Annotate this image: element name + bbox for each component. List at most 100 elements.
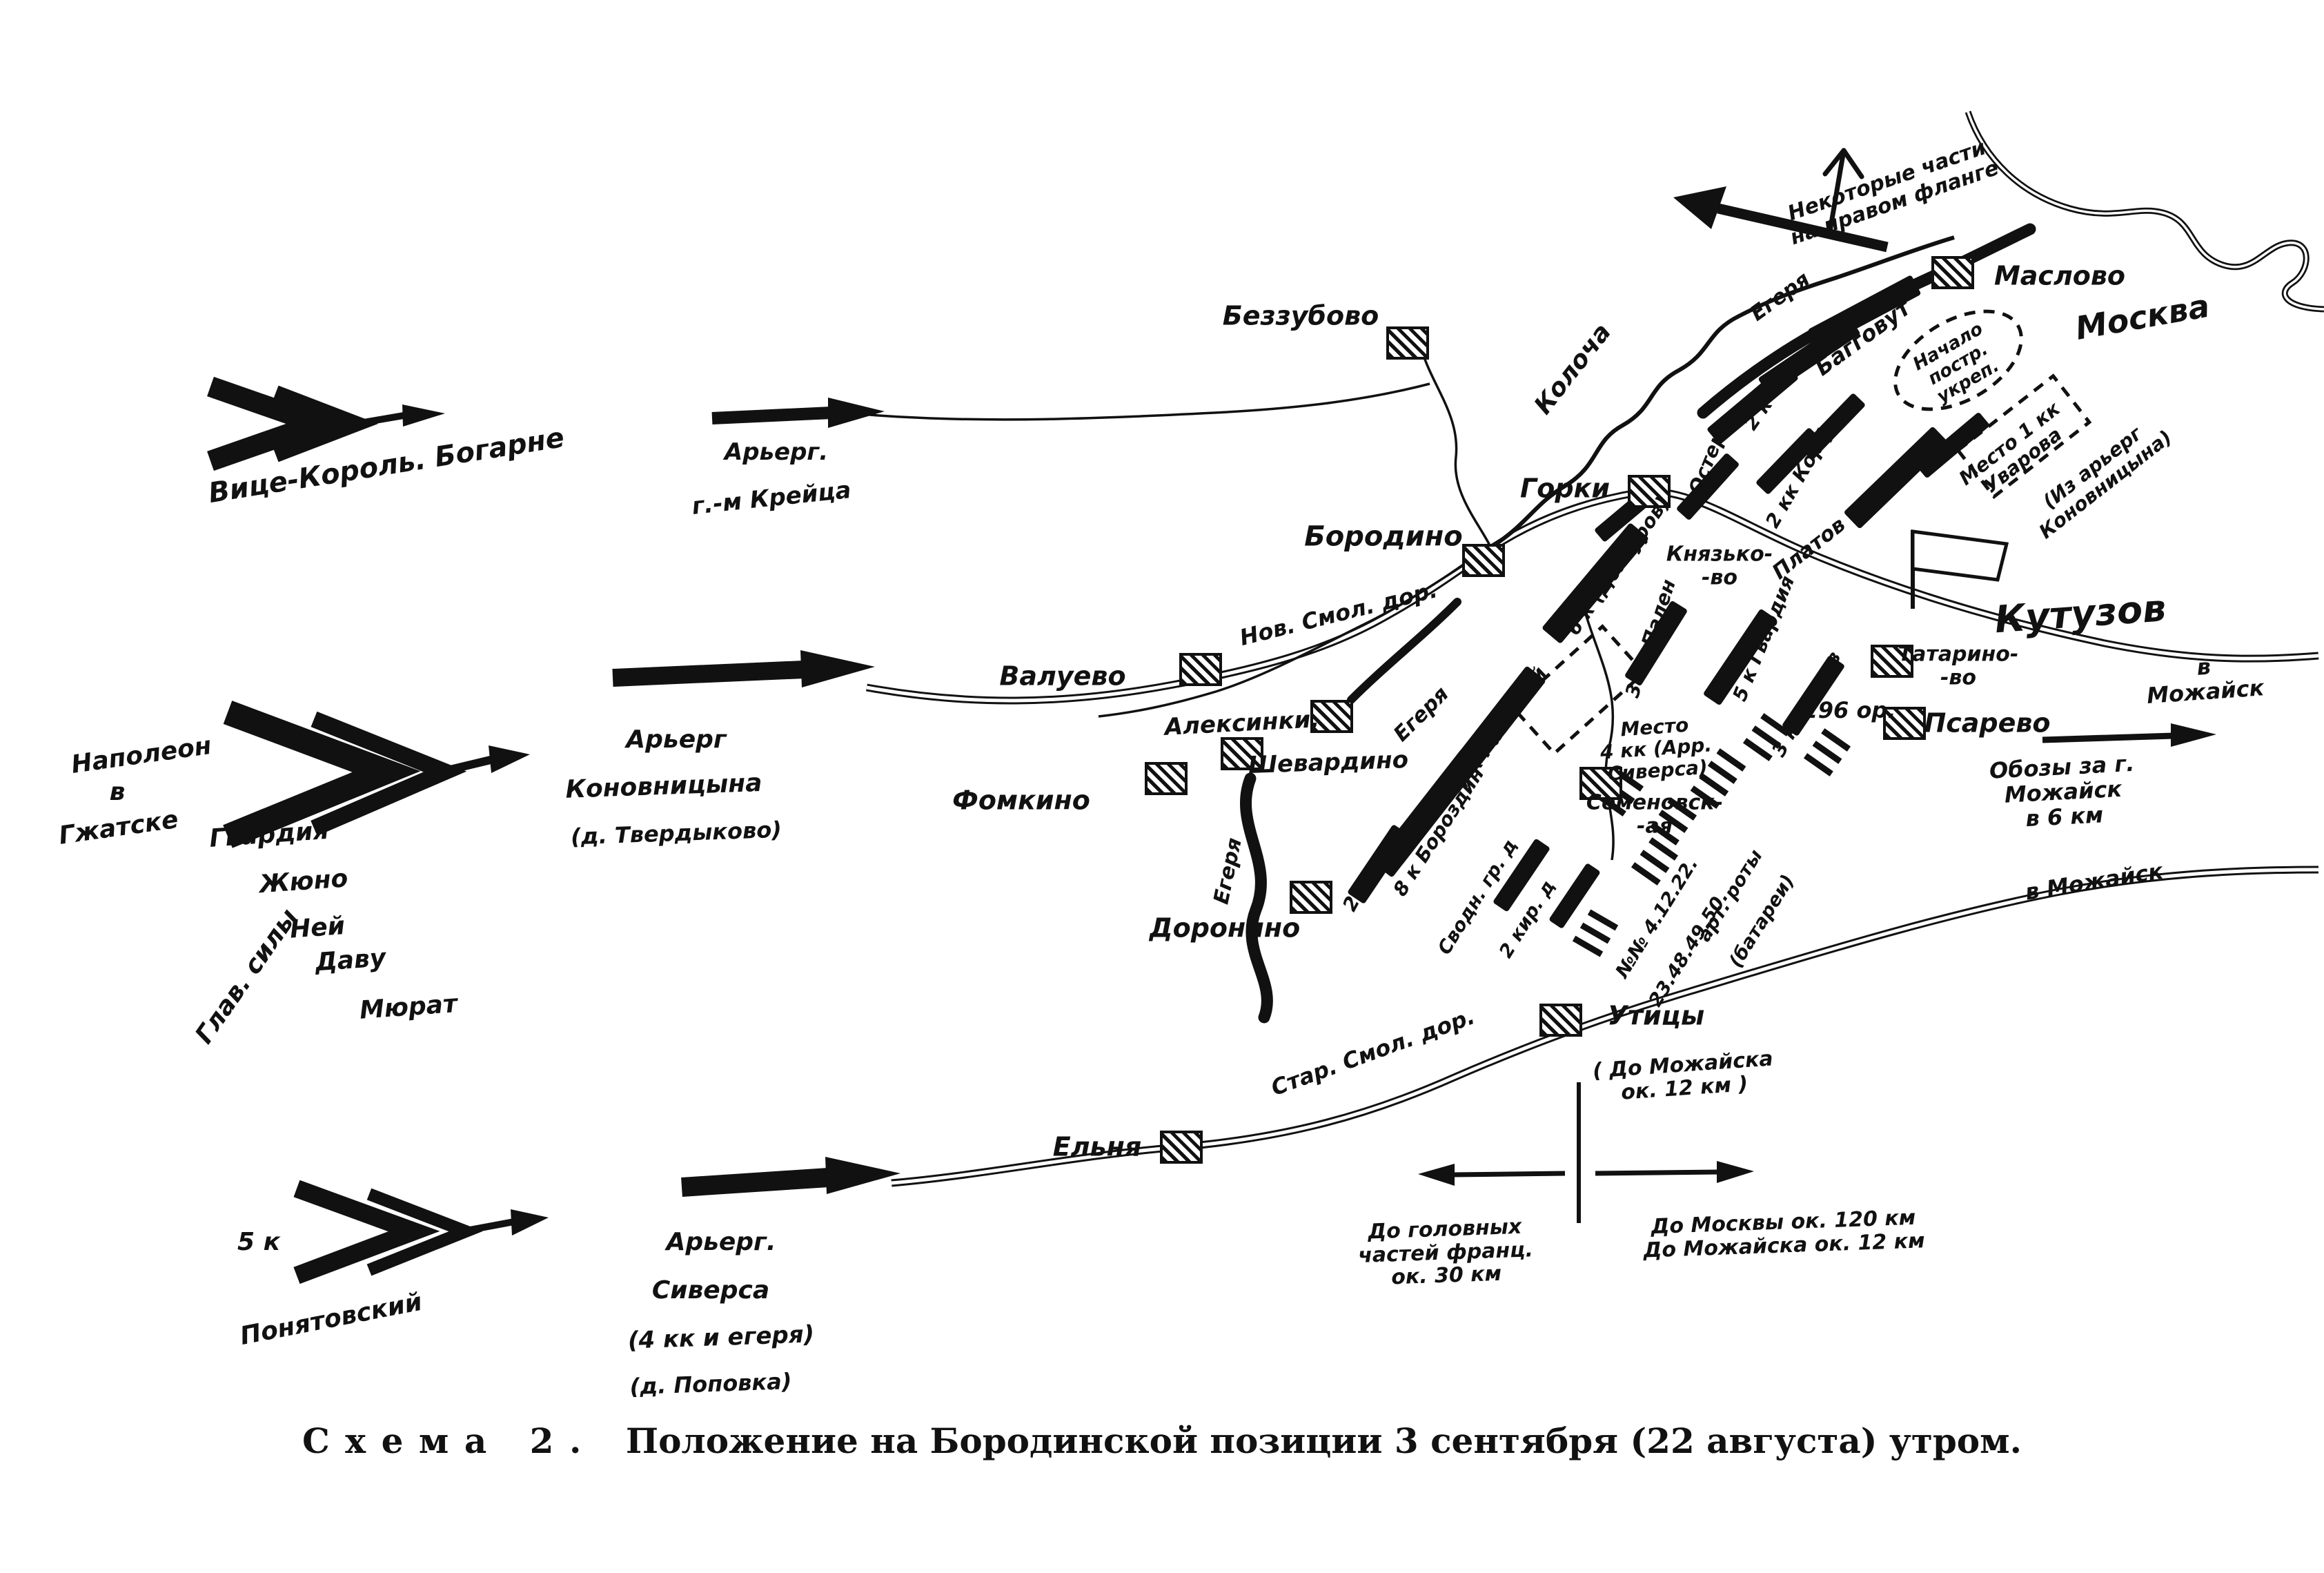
movement-egerya-doronino [1239, 772, 1273, 1024]
label-borodino: Бородино [1304, 520, 1463, 553]
label-kolocha-river: Колоча [1528, 318, 1617, 420]
label-aleksinki: Алексинки, [1163, 705, 1321, 741]
label-tatarinovo: Татарино- -во [1898, 642, 2019, 690]
label-nachalo-ukrep: Начало постр. укреп. [1909, 318, 2003, 408]
label-27pd: 27 пд [1337, 849, 1388, 915]
label-poniatowski: Понятовский [237, 1287, 425, 1351]
label-2k: 2 к [1739, 393, 1778, 435]
label-korf: 2 кк Корф [1760, 420, 1838, 532]
label-psarevo: Псарево [1924, 707, 2051, 739]
label-doronino: Доронино [1149, 912, 1301, 944]
stream-semenovka [1580, 598, 1615, 861]
village-semenovskaya-icon [1579, 767, 1622, 800]
label-arierg-siversa-1: Арьерг. [666, 1227, 776, 1256]
label-borozdin: 8 к Бороздин [1388, 763, 1489, 901]
label-obozy: Обозы за г. Можайск в 6 км [1989, 750, 2136, 832]
village-tatarinovo-icon [1871, 645, 1913, 678]
label-right-flank-note: Некоторые части на правом фланге [1784, 135, 2002, 250]
label-gorki: Горки [1520, 473, 1610, 504]
route-kreytsa-line [869, 382, 1430, 421]
caption-text: Положение на Бородинской позиции 3 сентя… [625, 1420, 2022, 1461]
label-egerya-south: Егеря [1209, 835, 1247, 907]
arrow-siversa [681, 1157, 900, 1197]
arrow-konovnitsyna [612, 650, 875, 687]
village-elnya-icon [1160, 1131, 1203, 1164]
label-v-mozhaysk-bottom: в Можайск [2023, 857, 2165, 906]
river-kolocha-lower [1098, 545, 1493, 718]
village-aleksinki-icon [1310, 700, 1353, 733]
french-corps-symbol-bogarne [207, 376, 445, 471]
label-vice-king-bogarne: Вице-Король. Богарне [206, 422, 567, 510]
arrow-kreytsa [711, 398, 885, 428]
label-shevardino: Шевардино [1248, 745, 1409, 779]
label-zhyuno: Жюно [258, 864, 349, 899]
river-kolocha [1490, 235, 1955, 549]
label-knyazkovo: Князько- -во [1666, 542, 1773, 589]
dashed-rect-uvarov [1956, 373, 2092, 499]
village-valuevo-icon [1179, 653, 1222, 686]
road-old-smolensk [891, 866, 2319, 1187]
label-utitsy-note: ( До Можайска ок. 12 км ) [1591, 1046, 1774, 1105]
label-moskva-river: Москва [2072, 286, 2213, 347]
label-arierg-kreytsa-line1: Арьерг. [724, 438, 829, 466]
label-distance-french: До головных частей франц. ок. 30 км [1357, 1214, 1534, 1290]
arrow-right-flank [1673, 186, 1889, 253]
label-gvardiya: Гвардия [208, 816, 330, 853]
label-osterman: Остерм. [1684, 406, 1739, 498]
label-baggovut: Багговут [1810, 294, 1916, 381]
label-napoleon-2: в [109, 777, 126, 806]
label-glav-sily: Глав. силы [190, 903, 304, 1049]
arrow-up-outline [1822, 148, 1864, 234]
stream-bezzubovo [1420, 349, 1492, 547]
caption-schema-number: Схема 2. [302, 1420, 597, 1461]
label-2kir: 2 кир. д [1495, 876, 1560, 962]
village-borodino-icon [1462, 544, 1505, 577]
label-davu: Даву [314, 944, 387, 977]
label-arierg-konovnitsyna-2: Коновницына [564, 768, 763, 804]
village-shevardino-icon [1221, 737, 1263, 770]
label-arierg-konovnitsyna-1: Арьерг [626, 725, 727, 754]
label-bezzubovo: Беззубово [1222, 300, 1379, 331]
river-moskva [1964, 110, 2324, 313]
label-296-guns: 296 ор. [1802, 697, 1896, 724]
label-guard-5k: 5 к Гвардия [1728, 572, 1800, 705]
village-bezzubovo-icon [1386, 326, 1429, 360]
label-mesto-4kk-siversa: Место 4 кк (Арр. Сиверса) [1599, 713, 1713, 785]
french-corps-symbol-main [223, 701, 530, 848]
label-napoleon-3: Гжатске [57, 805, 180, 850]
label-kutuzov: Кутузов [1993, 586, 2168, 642]
label-elnya: Ельня [1052, 1131, 1142, 1162]
label-semenovskaya: Семеновск- -ая [1586, 790, 1724, 838]
label-arierg-siversa-2: Сиверса [651, 1276, 770, 1305]
label-5k-poniatowski: 5 к [237, 1227, 281, 1256]
village-fomkino-icon [1145, 762, 1188, 795]
village-utitsy-icon [1539, 1004, 1582, 1037]
label-myurat: Мюрат [358, 989, 459, 1025]
french-corps-symbol-poniatowski [293, 1180, 549, 1284]
village-doronino-icon [1290, 881, 1332, 914]
label-egerya-center: Егеря [1389, 682, 1454, 747]
label-arierg-konovnitsyna-3: (д. Твердыково) [570, 816, 782, 850]
dashed-oval-fortification [1893, 309, 2023, 411]
label-arierg-siversa-3: (4 кк и егеря) [627, 1320, 815, 1355]
label-egerya-north: Егеря [1746, 267, 1815, 326]
label-fomkino: Фомкино [952, 785, 1090, 816]
label-arierg-siversa-4: (д. Поповка) [629, 1368, 792, 1400]
road-new-smolensk [866, 487, 2319, 705]
label-star-smol-dor: Стар. Смол. дор. [1268, 1003, 1479, 1102]
distance-arrows [1418, 1082, 1754, 1223]
label-v-mozhaysk-top: в Можайск [2145, 653, 2265, 709]
village-maslovo-icon [1931, 256, 1974, 289]
label-napoleon-1: Наполеон [69, 731, 213, 779]
label-palen: 3 кк Пален [1620, 576, 1681, 701]
label-arierg-kreytsa-line2: г.-м Крейца [690, 476, 853, 520]
dashed-rect-sivers [1510, 624, 1647, 756]
label-utitsy: Утицы [1607, 1000, 1705, 1031]
movement-egerya-shevardino [1347, 598, 1461, 704]
kutuzov-flag-icon [1911, 529, 2009, 609]
arrow-obozy [2042, 723, 2216, 747]
